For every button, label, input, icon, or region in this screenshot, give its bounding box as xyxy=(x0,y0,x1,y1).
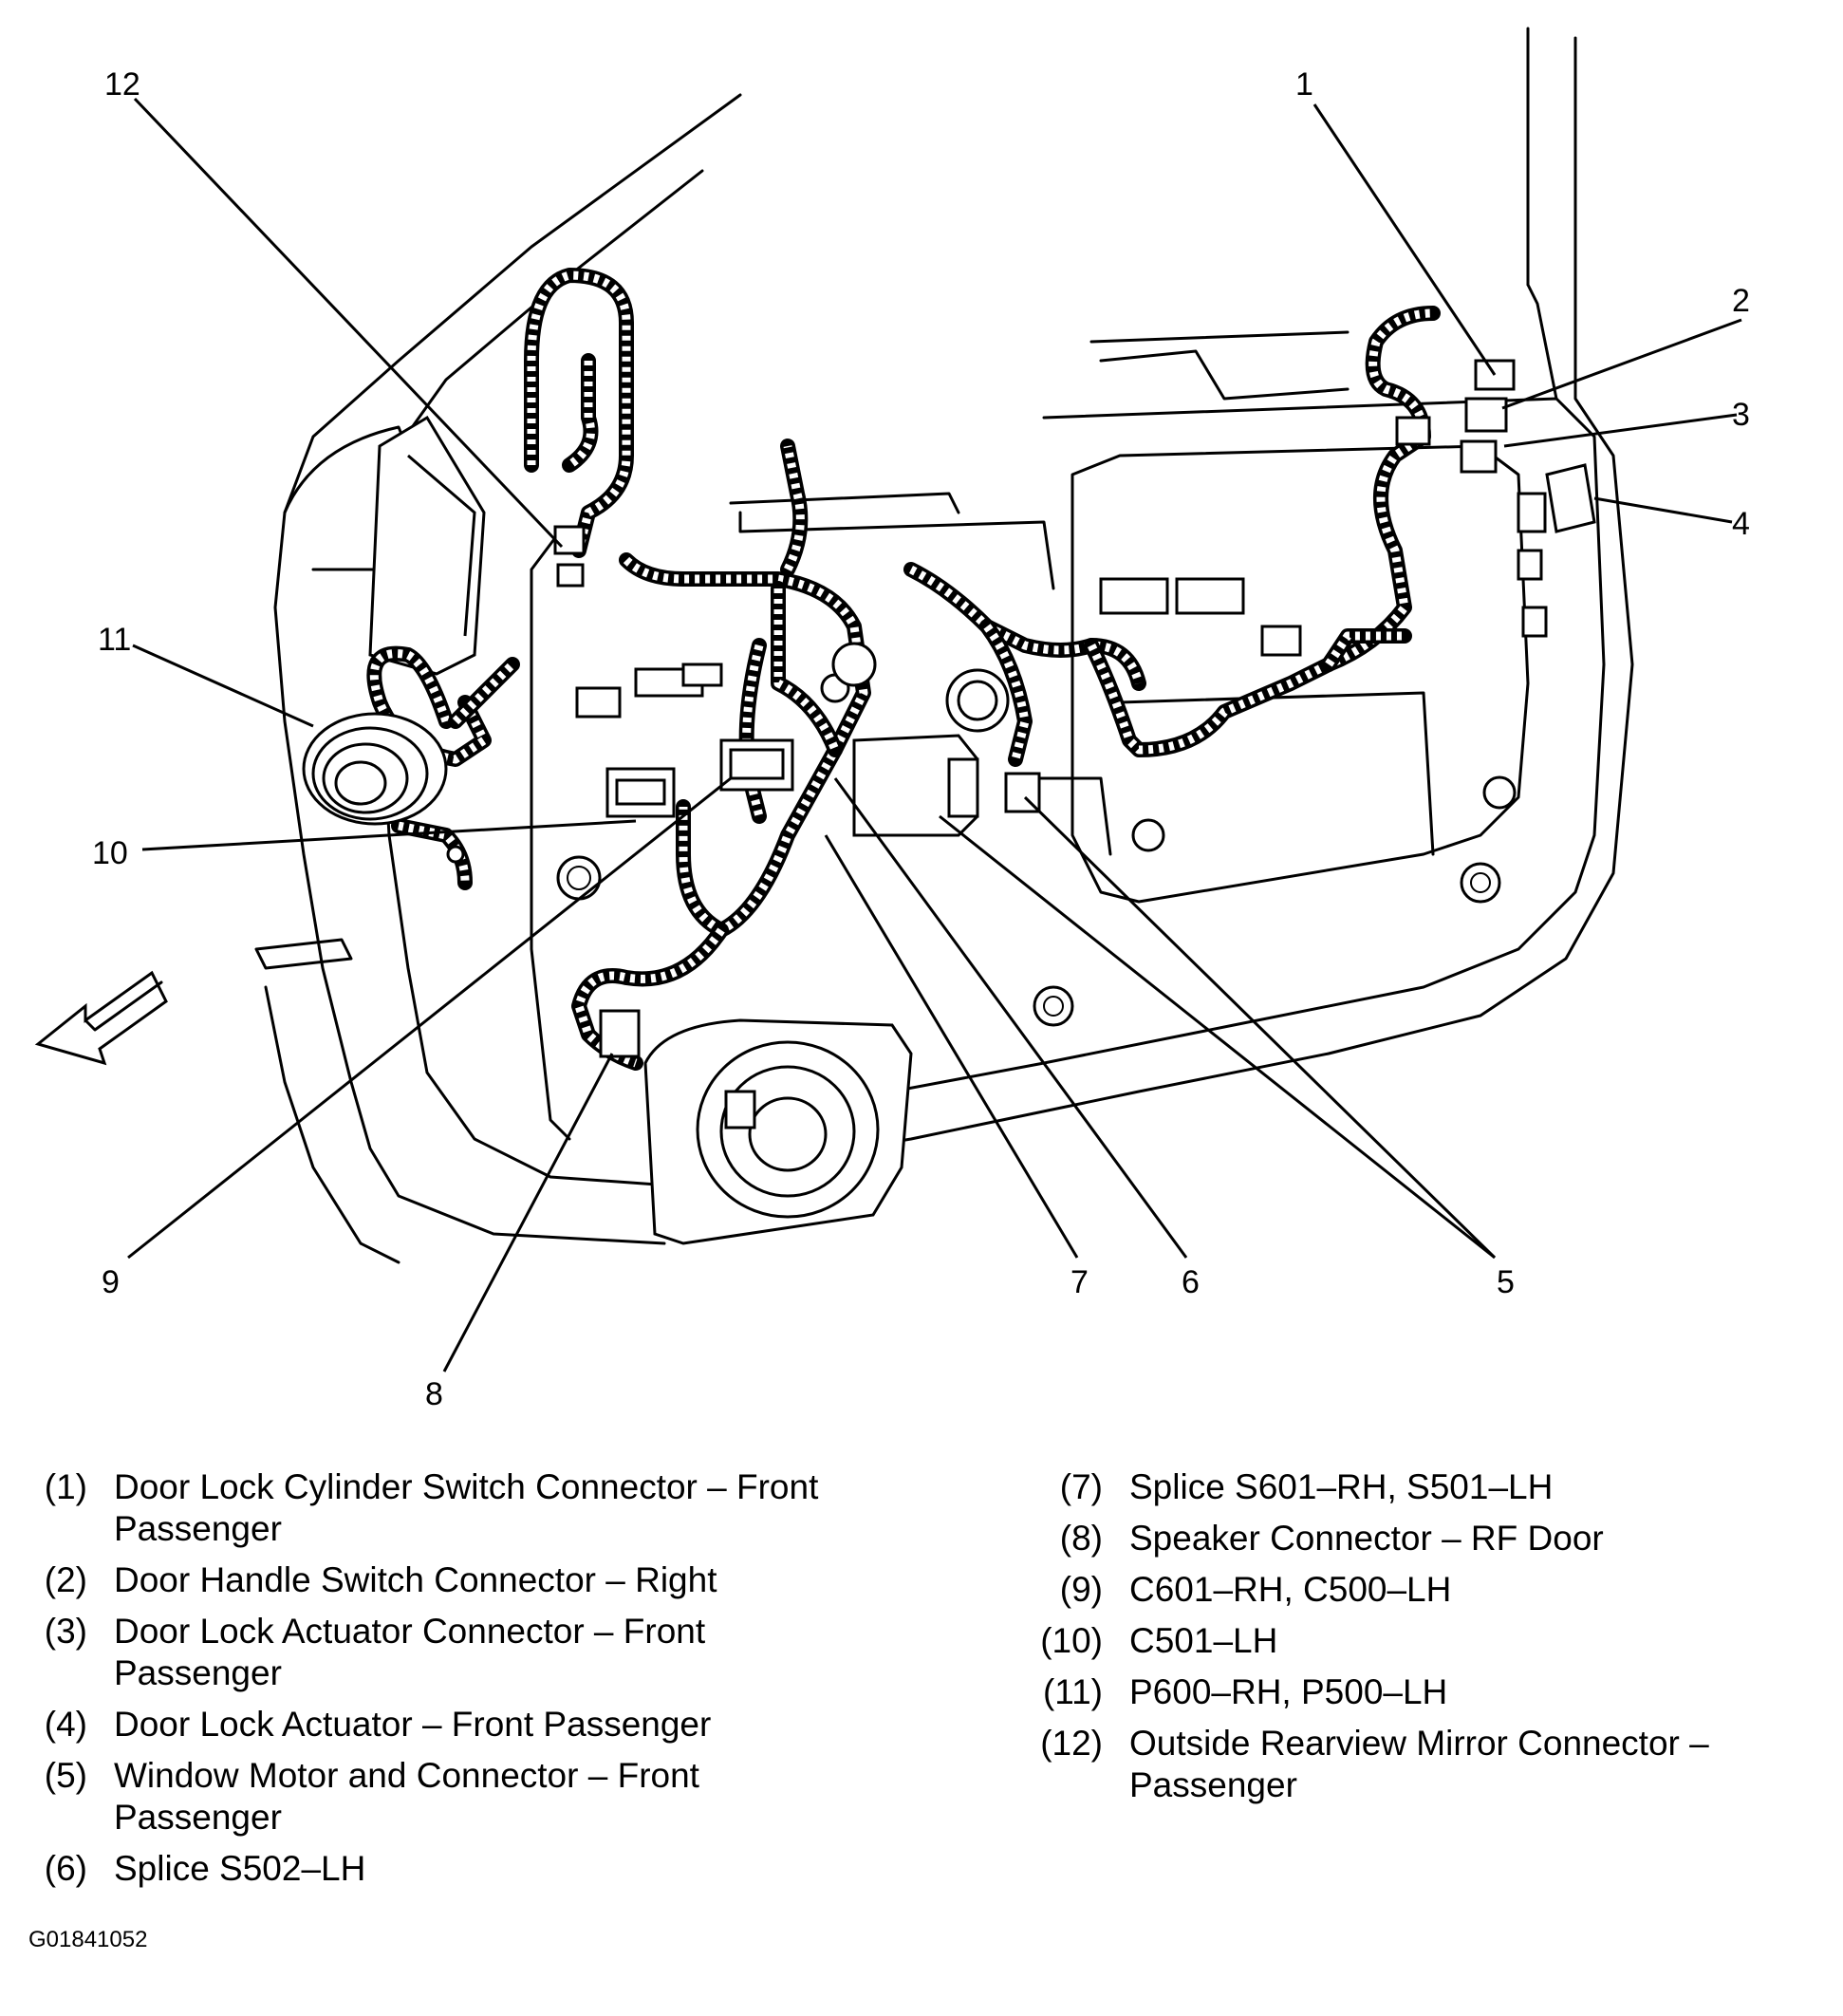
legend-text: Splice S601–RH, S501–LH xyxy=(1129,1467,1554,1506)
legend-text: Door Handle Switch Connector – Right xyxy=(114,1560,717,1599)
mirror-connector xyxy=(553,525,586,555)
legend-item: (1) Door Lock Cylinder Switch Connector –… xyxy=(9,1466,826,1550)
lock-cylinder-connector xyxy=(1474,359,1516,391)
callout-9: 9 xyxy=(102,1264,120,1300)
legend-item: (7) Splice S601–RH, S501–LH xyxy=(1025,1466,1832,1508)
legend-text: Door Lock Actuator – Front Passenger xyxy=(114,1705,712,1744)
legend-number: (2) xyxy=(44,1560,87,1599)
legend-number: (9) xyxy=(1059,1570,1103,1609)
wiring-harness xyxy=(366,268,1441,1071)
legend-number: (5) xyxy=(44,1756,87,1795)
callout-1: 1 xyxy=(1295,66,1313,103)
legend-item: (9) C601–RH, C500–LH xyxy=(1025,1569,1832,1611)
handle-switch-connector xyxy=(1464,397,1508,433)
legend-text: C601–RH, C500–LH xyxy=(1129,1570,1452,1609)
legend-item: (10) C501–LH xyxy=(1025,1620,1832,1662)
leader-lines xyxy=(127,97,1742,1372)
legend-item: (11) P600–RH, P500–LH xyxy=(1025,1671,1832,1713)
legend-text: P600–RH, P500–LH xyxy=(1129,1672,1448,1711)
legend-text: Door Lock Cylinder Switch Connector – Fr… xyxy=(114,1467,819,1548)
legend-item: (2) Door Handle Switch Connector – Right xyxy=(9,1559,826,1601)
callout-12: 12 xyxy=(104,66,140,103)
legend-number: (3) xyxy=(44,1612,87,1651)
legend-left: (1) Door Lock Cylinder Switch Connector –… xyxy=(9,1466,826,1899)
legend-number: (6) xyxy=(44,1849,87,1888)
callout-8: 8 xyxy=(425,1376,443,1412)
callout-4: 4 xyxy=(1732,506,1750,542)
lock-actuator xyxy=(1545,463,1596,533)
legend-right: (7) Splice S601–RH, S501–LH (8) Speaker Co… xyxy=(1025,1466,1832,1816)
legend-number: (10) xyxy=(1040,1621,1103,1660)
legend-number: (4) xyxy=(44,1705,87,1744)
callout-7: 7 xyxy=(1070,1264,1089,1300)
front-direction-arrow-icon xyxy=(34,970,168,1066)
door-wiring-diagram: 1 2 3 4 5 6 7 8 9 10 11 12 xyxy=(34,27,1750,1412)
callout-2: 2 xyxy=(1732,283,1750,319)
figure-id: G01841052 xyxy=(28,1927,148,1952)
lock-actuator-connector xyxy=(1460,439,1498,474)
legend-item: (6) Splice S502–LH xyxy=(9,1848,826,1890)
legend-number: (11) xyxy=(1042,1672,1103,1711)
callout-3: 3 xyxy=(1732,397,1750,433)
callout-11: 11 xyxy=(98,622,131,658)
door-shell xyxy=(254,27,1634,1264)
speaker-connector xyxy=(599,1009,641,1058)
legend-item: (12) Outside Rearview Mirror Connector – … xyxy=(1025,1723,1832,1806)
legend-number: (1) xyxy=(44,1467,87,1506)
callout-10: 10 xyxy=(92,835,128,871)
legend-number: (8) xyxy=(1059,1519,1103,1558)
legend-item: (5) Window Motor and Connector – Front Pa… xyxy=(9,1755,826,1839)
callout-5: 5 xyxy=(1497,1264,1515,1300)
legend-text: Splice S502–LH xyxy=(114,1849,366,1888)
legend-text: Door Lock Actuator Connector – Front Pas… xyxy=(114,1612,706,1692)
legend-text: Window Motor and Connector – Front Passe… xyxy=(114,1756,699,1837)
legend-number: (7) xyxy=(1059,1467,1103,1506)
parts xyxy=(302,359,1596,1245)
callout-numbers: 1 2 3 4 5 6 7 8 9 10 11 12 xyxy=(92,66,1750,1412)
legend-text: C501–LH xyxy=(1129,1621,1278,1660)
callout-6: 6 xyxy=(1182,1264,1200,1300)
mirror-patch xyxy=(368,415,486,676)
legend-item: (4) Door Lock Actuator – Front Passenger xyxy=(9,1704,826,1745)
legend-item: (8) Speaker Connector – RF Door xyxy=(1025,1518,1832,1559)
legend-item: (3) Door Lock Actuator Connector – Front … xyxy=(9,1611,826,1694)
legend-text: Outside Rearview Mirror Connector – Pass… xyxy=(1129,1724,1709,1804)
legend-text: Speaker Connector – RF Door xyxy=(1129,1519,1604,1558)
legend-number: (12) xyxy=(1040,1724,1103,1763)
